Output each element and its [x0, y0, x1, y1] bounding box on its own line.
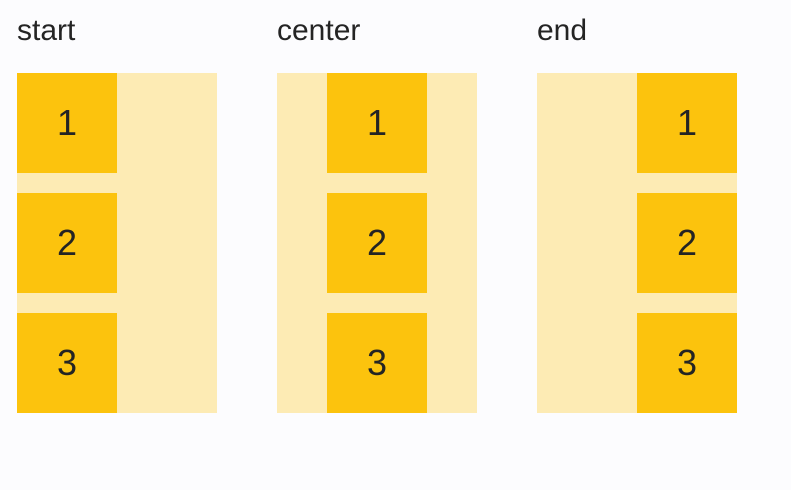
flex-item-number: 1 — [56, 102, 78, 143]
flex-item-number: 2 — [56, 222, 78, 263]
flex-item: 2 — [637, 193, 737, 293]
flex-item: 1 — [17, 73, 117, 173]
flex-item-number: 2 — [676, 222, 698, 263]
alignment-demo: start 1 2 3 center 1 2 3 e — [17, 12, 737, 413]
flex-container-end: 1 2 3 — [537, 73, 737, 413]
flex-item: 2 — [17, 193, 117, 293]
flex-item: 3 — [327, 313, 427, 413]
alignment-group-center: center 1 2 3 — [277, 12, 477, 413]
flex-item: 1 — [637, 73, 737, 173]
flex-item: 1 — [327, 73, 427, 173]
flex-item-number: 2 — [366, 222, 388, 263]
flex-item: 3 — [637, 313, 737, 413]
flex-container-center: 1 2 3 — [277, 73, 477, 413]
flex-item-number: 1 — [366, 102, 388, 143]
flex-item-number: 3 — [56, 342, 78, 383]
group-label-center: center — [277, 14, 361, 47]
flex-item-number: 3 — [676, 342, 698, 383]
group-label-start: start — [17, 14, 76, 47]
flex-item-number: 3 — [366, 342, 388, 383]
alignment-group-start: start 1 2 3 — [17, 12, 217, 413]
flex-item: 3 — [17, 313, 117, 413]
group-label-end: end — [537, 14, 588, 47]
flex-item-number: 1 — [676, 102, 698, 143]
flex-container-start: 1 2 3 — [17, 73, 217, 413]
alignment-group-end: end 1 2 3 — [537, 12, 737, 413]
flex-item: 2 — [327, 193, 427, 293]
